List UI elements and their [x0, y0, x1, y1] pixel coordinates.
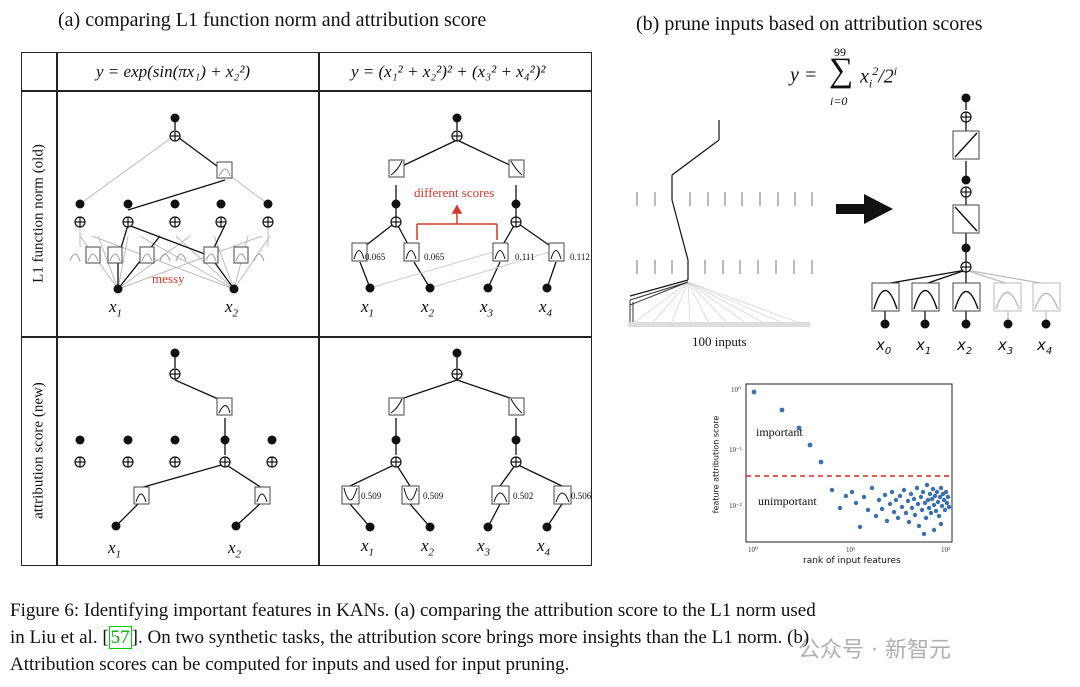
important-label: important	[756, 425, 803, 439]
var-label-x3: x3	[998, 336, 1014, 357]
cell-new-task2	[341, 348, 572, 532]
formula-task2: y = (x₁² + x₂²)² + (x₃² + x₄²)²	[351, 62, 546, 81]
var-label: x2	[225, 297, 239, 320]
var-label: x1	[108, 538, 122, 561]
watermark: 公众号 · 新智元	[798, 638, 951, 663]
var-label-x2: x2	[957, 336, 973, 357]
caption-line-1: Figure 6: Identifying important features…	[10, 600, 816, 621]
scatter-points	[751, 389, 952, 537]
svg-text:10¹: 10¹	[846, 546, 855, 554]
var-label-x1: x1	[916, 336, 932, 357]
var-label: x3	[480, 297, 494, 320]
score-new-4: 0.506	[571, 491, 592, 501]
svg-text:10⁻²: 10⁻²	[729, 502, 742, 510]
messy-label: messy	[152, 271, 185, 286]
score-old-2: 0.065	[424, 252, 445, 262]
different-scores-label: different scores	[414, 185, 495, 200]
sum-term: xi2/2i	[860, 64, 898, 91]
panel-b-title: (b) prune inputs based on attribution sc…	[636, 13, 983, 35]
sum-symbol: ∑	[829, 52, 854, 89]
attribution-scatter-plot: 10⁰ 10⁻¹ 10⁻² 10⁰ 10¹ 10²	[729, 383, 953, 554]
score-old-4: 0.112	[570, 252, 590, 262]
var-label: x1	[361, 297, 375, 320]
svg-text:10⁰: 10⁰	[731, 386, 741, 394]
label-column-divider	[56, 52, 58, 566]
figure-caption: Figure 6: Identifying important features…	[10, 597, 1072, 678]
sum-upper-limit: 99	[834, 45, 846, 59]
score-old-3: 0.111	[515, 252, 535, 262]
cell-new-task1	[74, 348, 278, 531]
kan-diagrams: 10⁰ 10⁻¹ 10⁻² 10⁰ 10¹ 10²	[69, 93, 1061, 554]
score-new-3: 0.502	[513, 491, 534, 501]
scatter-y-axis-label: feature attribution score	[711, 415, 721, 514]
panel-b-formula: y =	[790, 64, 818, 86]
score-old-1: 0.065	[365, 252, 386, 262]
sum-lower-limit: i=0	[830, 94, 848, 108]
var-label: x2	[228, 538, 242, 561]
citation-link[interactable]: 57	[108, 626, 132, 649]
var-label: x4	[537, 536, 551, 559]
var-label: x1	[109, 297, 123, 320]
scatter-x-axis-label: rank of input features	[803, 556, 901, 566]
score-new-1: 0.509	[361, 491, 382, 501]
pruning-diagram-before	[628, 120, 813, 327]
var-label: x2	[421, 536, 435, 559]
unimportant-label: unimportant	[758, 494, 817, 508]
var-label: x2	[421, 297, 435, 320]
var-label: x1	[361, 536, 375, 559]
svg-text:10⁰: 10⁰	[748, 546, 758, 554]
header-divider	[21, 90, 592, 92]
svg-text:10²: 10²	[941, 546, 950, 554]
caption-line-2: in Liu et al. [57]. On two synthetic tas…	[10, 624, 1072, 651]
var-label-x4: x4	[1037, 336, 1053, 357]
score-new-2: 0.509	[423, 491, 444, 501]
caption-text: in Liu et al. [	[10, 627, 109, 648]
var-label: x3	[477, 536, 491, 559]
row-divider	[21, 336, 592, 338]
right-arrow-icon	[836, 194, 893, 224]
svg-text:10⁻¹: 10⁻¹	[729, 446, 742, 454]
inputs-count-label: 100 inputs	[692, 334, 747, 349]
comparison-grid	[21, 52, 592, 566]
pruning-diagram-after	[871, 93, 1061, 329]
column-divider	[318, 52, 320, 566]
var-label-x0: x0	[876, 336, 892, 357]
var-label: x4	[539, 297, 553, 320]
caption-line-3: Attribution scores can be computed for i…	[10, 654, 570, 675]
panel-a-title: (a) comparing L1 function norm and attri…	[58, 9, 487, 31]
caption-text: ]. On two synthetic tasks, the attributi…	[131, 627, 810, 648]
formula-task1: y = exp(sin(πx₁) + x₂²)	[96, 62, 251, 81]
cell-old-task2	[351, 113, 565, 293]
cell-old-task1	[69, 113, 274, 294]
